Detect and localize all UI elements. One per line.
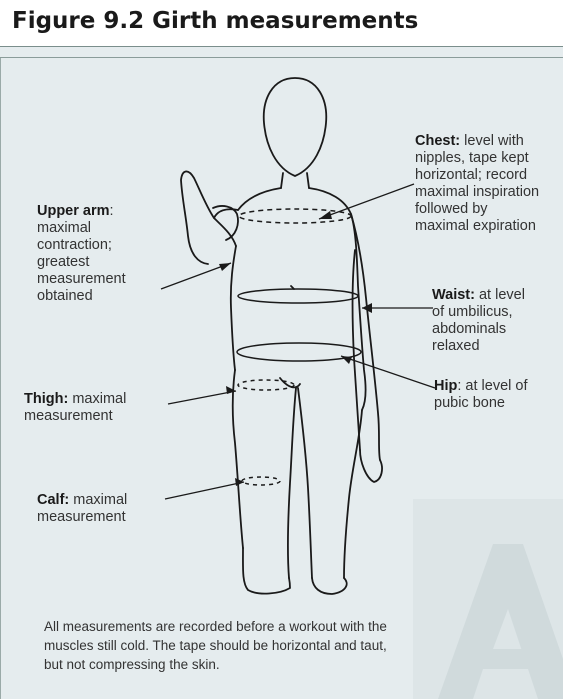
note-line: All measurements are recorded before a w… xyxy=(44,617,514,636)
calf-line: measurement xyxy=(37,509,127,526)
note-line: but not compressing the skin. xyxy=(44,655,514,674)
thigh-term: Thigh: xyxy=(24,391,68,407)
chest-line: nipples, tape kept xyxy=(415,150,539,167)
waist-label: Waist: at level of umbilicus, abdominals… xyxy=(432,287,525,355)
chest-line: followed by xyxy=(415,201,539,218)
waist-line: of umbilicus, xyxy=(432,304,525,321)
upper-arm-line: contraction; xyxy=(37,237,126,254)
chest-line: maximal expiration xyxy=(415,218,539,235)
calf-line: maximal xyxy=(69,492,127,508)
waist-line: at level xyxy=(475,287,525,303)
thigh-label: Thigh: maximal measurement xyxy=(24,391,126,425)
waist-line: relaxed xyxy=(432,338,525,355)
measurement-note: All measurements are recorded before a w… xyxy=(44,617,514,674)
figure-header: Figure 9.2 Girth measurements xyxy=(0,0,563,47)
upper-arm-line: obtained xyxy=(37,288,126,305)
hip-term: Hip xyxy=(434,378,457,394)
upper-arm-term: Upper arm xyxy=(37,203,110,219)
upper-arm-line: : xyxy=(110,203,114,219)
figure-title: Figure 9.2 Girth measurements xyxy=(12,8,418,34)
waist-term: Waist: xyxy=(432,287,475,303)
thigh-line: measurement xyxy=(24,408,126,425)
calf-label: Calf: maximal measurement xyxy=(37,492,127,526)
thigh-line: maximal xyxy=(68,391,126,407)
upper-arm-line: measurement xyxy=(37,271,126,288)
upper-arm-line: maximal xyxy=(37,220,126,237)
upper-arm-line: greatest xyxy=(37,254,126,271)
chest-label: Chest: level with nipples, tape kept hor… xyxy=(415,133,539,235)
chest-term: Chest: xyxy=(415,133,460,149)
note-line: muscles still cold. The tape should be h… xyxy=(44,636,514,655)
chest-line: level with xyxy=(460,133,524,149)
hip-line: pubic bone xyxy=(434,395,527,412)
hip-line: : at level of xyxy=(457,378,527,394)
chest-line: maximal inspiration xyxy=(415,184,539,201)
chest-line: horizontal; record xyxy=(415,167,539,184)
waist-line: abdominals xyxy=(432,321,525,338)
calf-term: Calf: xyxy=(37,492,69,508)
hip-label: Hip: at level of pubic bone xyxy=(434,378,527,412)
upper-arm-label: Upper arm: maximal contraction; greatest… xyxy=(37,203,126,305)
